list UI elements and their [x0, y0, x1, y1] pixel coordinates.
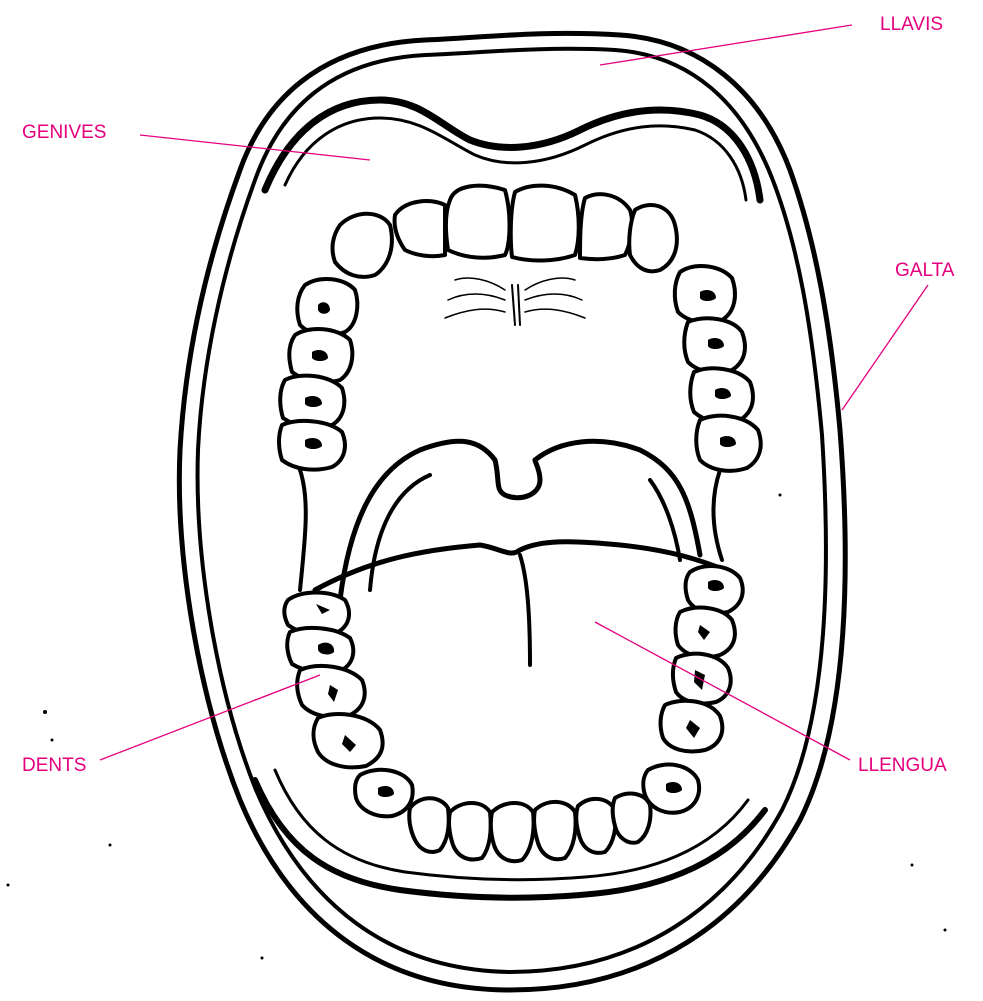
- upper-canine-left: [333, 214, 392, 277]
- lower-right-teeth: [643, 566, 742, 813]
- teeth-leader: [100, 675, 320, 760]
- upper-incisor-2: [511, 186, 579, 261]
- palate-ridges: [445, 278, 585, 325]
- upper-left-molars: [279, 279, 357, 470]
- tongue-label: LLENGUA: [858, 755, 947, 776]
- upper-canine-right: [629, 205, 677, 271]
- upper-lip-inner: [265, 100, 760, 200]
- upper-incisor-1: [446, 186, 510, 258]
- cheek-leader: [842, 285, 928, 410]
- gums-label: GENIVES: [22, 122, 106, 143]
- upper-lateral-left: [395, 201, 445, 256]
- lower-left-teeth: [284, 593, 412, 817]
- lips-label: LLAVIS: [880, 14, 943, 35]
- upper-right-molars: [675, 266, 761, 471]
- soft-palate: [340, 441, 700, 600]
- upper-front-teeth: [333, 186, 677, 277]
- lower-front-teeth: [409, 794, 650, 862]
- upper-lateral-right: [580, 194, 632, 259]
- cheek-label: GALTA: [895, 260, 955, 281]
- lips-leader: [600, 25, 852, 65]
- inner-mouth-walls: [300, 470, 722, 590]
- scan-specks: [7, 494, 947, 960]
- tongue: [315, 542, 725, 665]
- teeth-label: DENTS: [22, 755, 86, 776]
